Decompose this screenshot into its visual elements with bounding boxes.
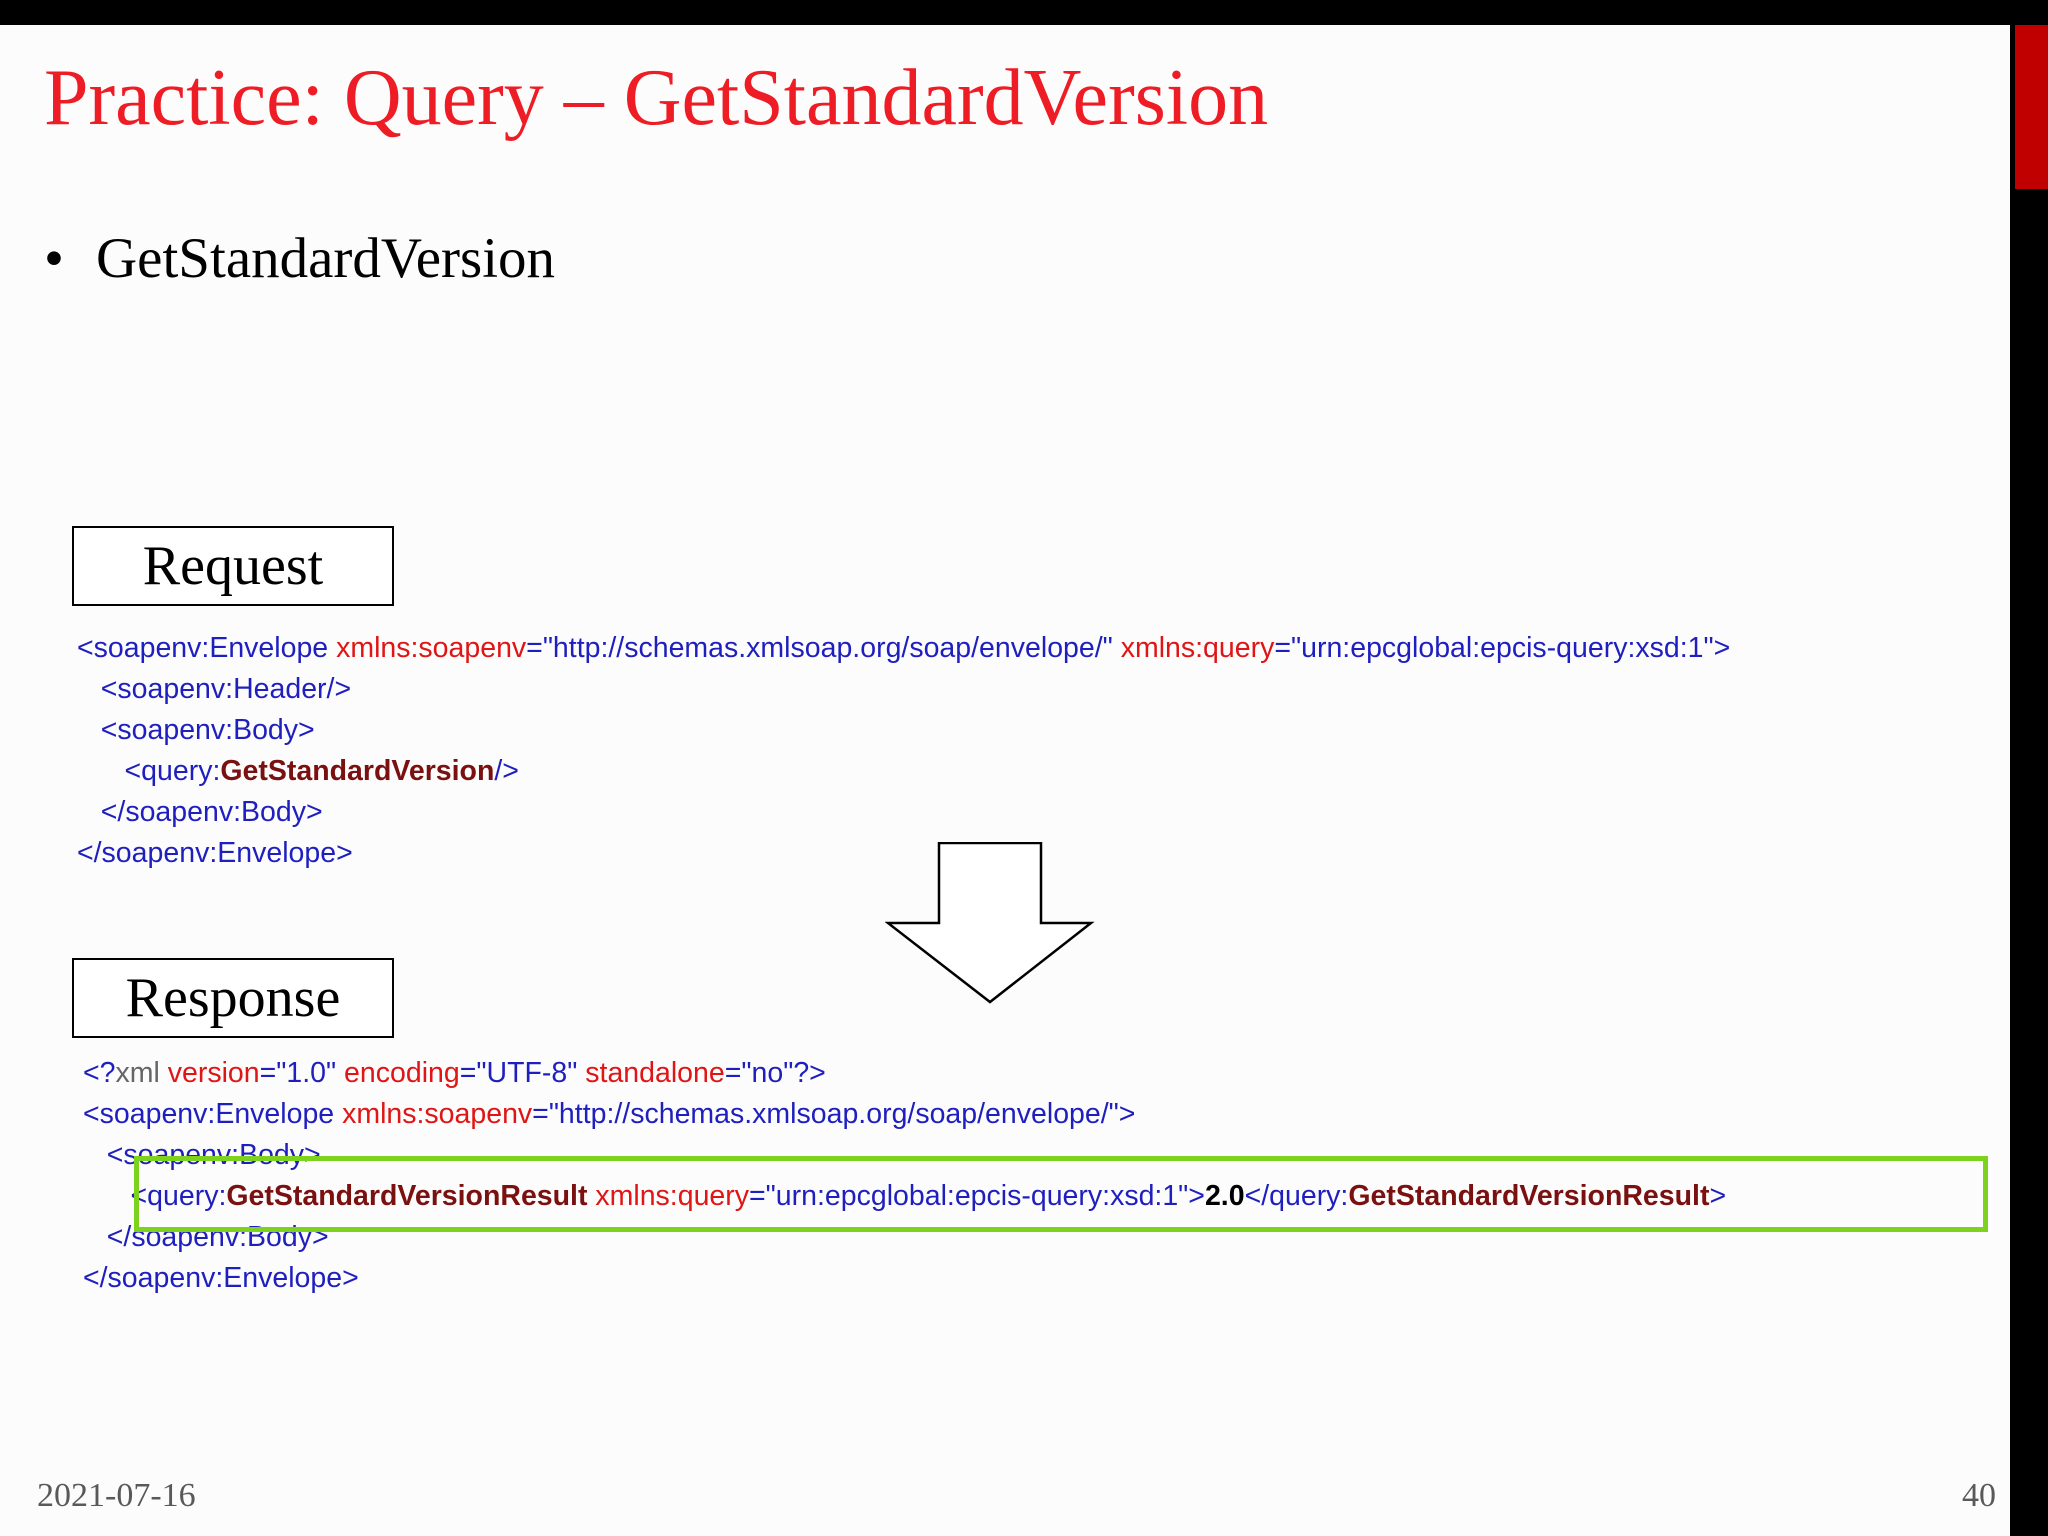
code-line: </soapenv:Envelope>: [83, 1258, 1726, 1299]
code-token: />: [494, 755, 519, 787]
result-highlight-box: [134, 1156, 1988, 1232]
down-arrow-icon: [885, 842, 1095, 1004]
code-token: 2.0: [1204, 1180, 1245, 1212]
bullet-icon: •: [44, 227, 64, 290]
code-token: ="urn:epcglobal:epcis-query:xsd:1">: [749, 1180, 1205, 1212]
code-token: >: [1709, 1180, 1727, 1212]
top-bar: [0, 0, 2048, 25]
code-token: ="UTF-8": [459, 1057, 586, 1089]
code-token: <soapenv:Envelope: [77, 632, 337, 664]
code-token: standalone: [585, 1057, 725, 1089]
code-token: ="urn:epcglobal:epcis-query:xsd:1">: [1274, 632, 1731, 664]
code-token: ="1.0": [259, 1057, 345, 1089]
code-token: ="http://schemas.xmlsoap.org/soap/envelo…: [532, 1098, 1136, 1130]
code-line: <?xml version="1.0" encoding="UTF-8" sta…: [83, 1053, 1726, 1094]
code-line: </soapenv:Body>: [77, 792, 1730, 833]
code-token: xmlns:soapenv: [336, 632, 527, 664]
code-line: <soapenv:Body>: [77, 710, 1730, 751]
code-token: xmlns:query: [587, 1180, 750, 1212]
code-line: <soapenv:Envelope xmlns:soapenv="http://…: [83, 1094, 1726, 1135]
bullet-item: • GetStandardVersion: [44, 230, 555, 287]
code-line: <soapenv:Envelope xmlns:soapenv="http://…: [77, 628, 1730, 669]
code-token: xml: [115, 1057, 168, 1089]
code-token: </soapenv:Body>: [83, 1221, 329, 1253]
response-label-box: Response: [72, 958, 394, 1038]
slide-title: Practice: Query – GetStandardVersion: [44, 54, 1269, 142]
code-line: </soapenv:Body>: [83, 1217, 1726, 1258]
code-token: GetStandardVersionResult: [226, 1180, 588, 1212]
code-token: <query:: [77, 755, 221, 787]
slide-page-number: 40: [1962, 1477, 1996, 1514]
code-token: xmlns:query: [1120, 632, 1275, 664]
code-token: GetStandardVersionResult: [1348, 1180, 1710, 1212]
code-line: <soapenv:Body>: [83, 1135, 1726, 1176]
code-line: <query:GetStandardVersionResult xmlns:qu…: [83, 1176, 1727, 1217]
code-line: <query:GetStandardVersion/>: [77, 751, 1730, 792]
code-token: </query:: [1244, 1180, 1349, 1212]
code-token: <?: [83, 1057, 116, 1089]
code-token: xmlns:soapenv: [342, 1098, 533, 1130]
code-token: <soapenv:Header/>: [77, 673, 352, 705]
response-code-block: <?xml version="1.0" encoding="UTF-8" sta…: [83, 1053, 1726, 1299]
code-token: ="http://schemas.xmlsoap.org/soap/envelo…: [526, 632, 1121, 664]
code-token: </soapenv:Body>: [77, 796, 323, 828]
code-token: <soapenv:Body>: [77, 714, 315, 746]
code-token: </soapenv:Envelope>: [77, 837, 353, 869]
response-label: Response: [125, 967, 341, 1029]
code-token: <soapenv:Body>: [83, 1139, 321, 1171]
code-token: version: [167, 1057, 260, 1089]
code-token: GetStandardVersion: [220, 755, 495, 787]
code-line: </soapenv:Envelope>: [77, 833, 1730, 874]
code-token: encoding: [344, 1057, 460, 1089]
accent-bar: [2015, 25, 2048, 189]
request-code-block: <soapenv:Envelope xmlns:soapenv="http://…: [77, 628, 1730, 874]
bullet-text: GetStandardVersion: [96, 227, 556, 290]
code-token: <soapenv:Envelope: [83, 1098, 343, 1130]
code-token: </soapenv:Envelope>: [83, 1262, 359, 1294]
request-label: Request: [142, 535, 324, 597]
right-edge-bar: [2010, 25, 2048, 1536]
code-token: <query:: [83, 1180, 227, 1212]
code-token: ="no"?>: [724, 1057, 826, 1089]
code-line: <soapenv:Header/>: [77, 669, 1730, 710]
request-label-box: Request: [72, 526, 394, 606]
slide-date: 2021-07-16: [37, 1477, 196, 1514]
